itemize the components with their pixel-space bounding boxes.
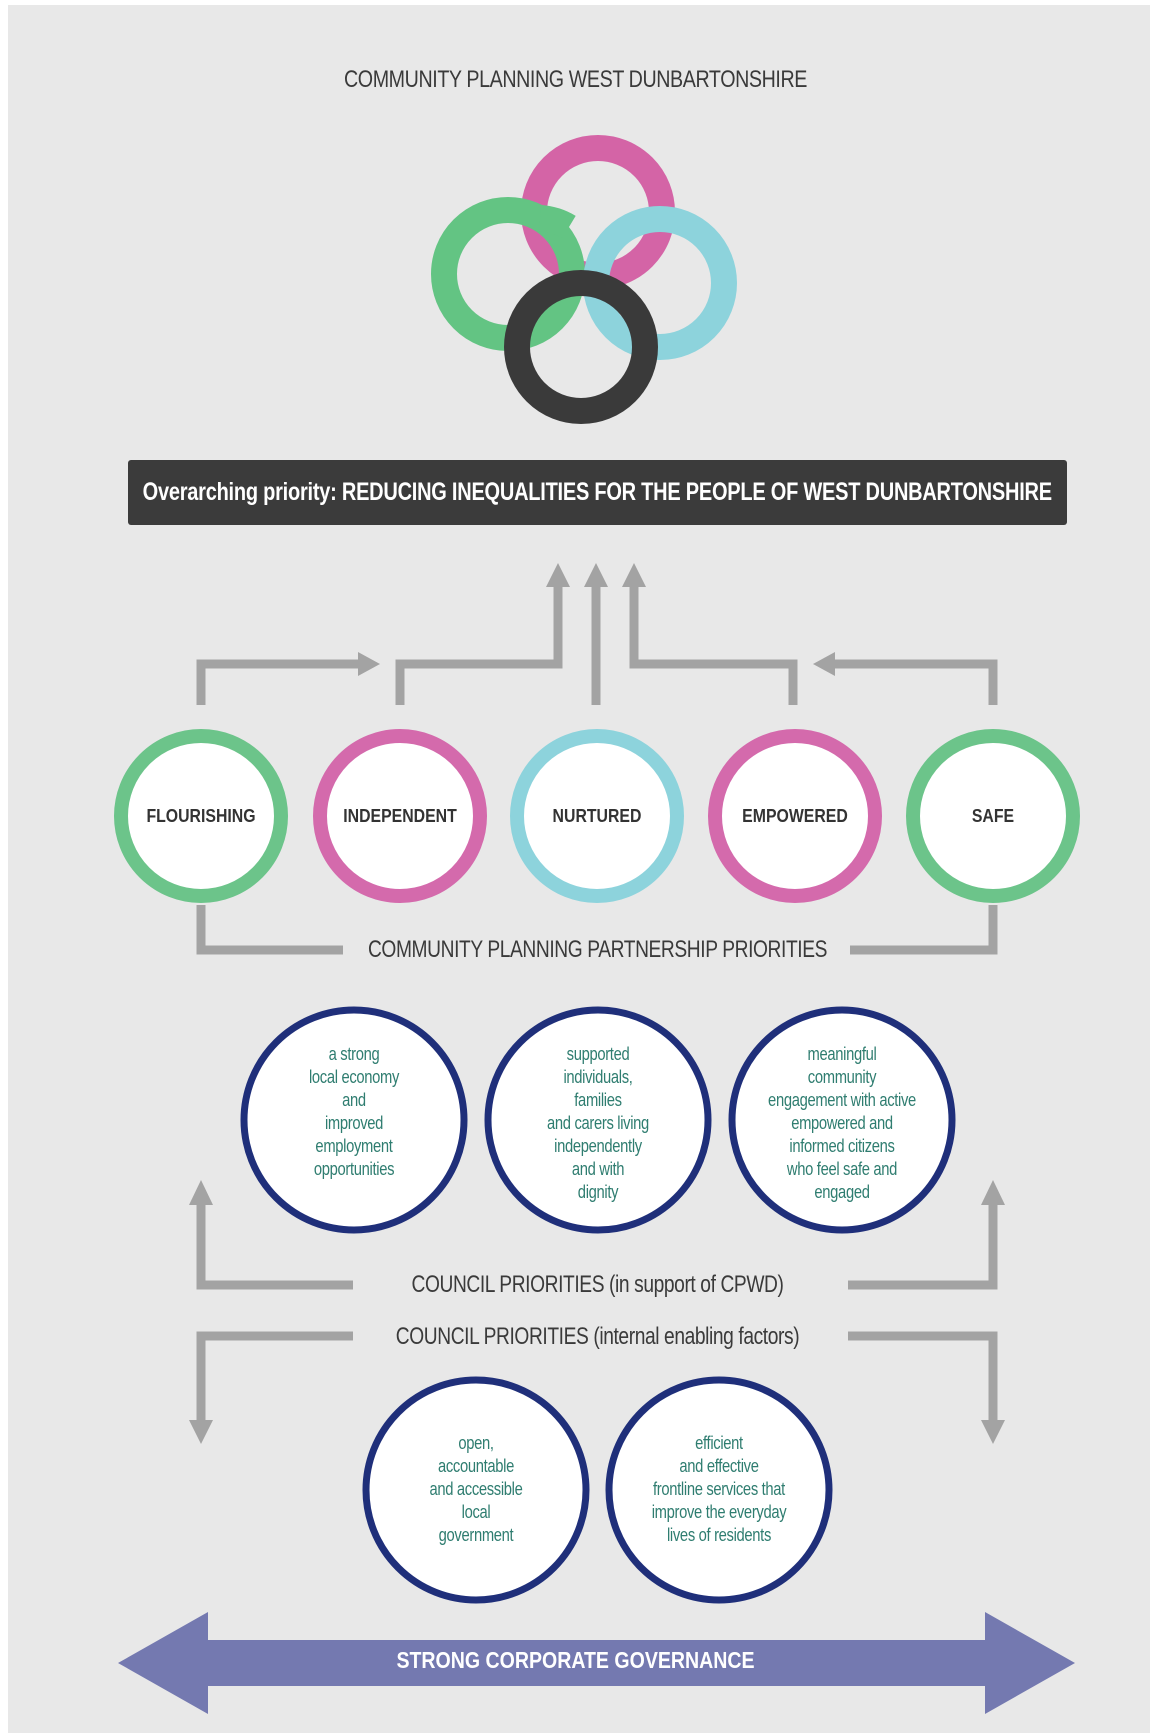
arrowhead-right bbox=[358, 652, 380, 676]
interlocking-rings-logo bbox=[431, 135, 737, 424]
circle-supported bbox=[484, 1006, 712, 1234]
council-connector-arrows bbox=[189, 1180, 1005, 1444]
circle-engagement bbox=[728, 1006, 956, 1234]
ring-empowered bbox=[708, 729, 882, 903]
cpwd-priority-circles bbox=[240, 1006, 956, 1234]
banner-text: Overarching priority: REDUCING INEQUALIT… bbox=[142, 478, 1053, 506]
outcome-label-flourishing: FLOURISHING bbox=[146, 806, 256, 826]
priority-text-economy: a strong local economy and improved empl… bbox=[308, 1044, 400, 1179]
outcome-label-independent: INDEPENDENT bbox=[343, 806, 457, 826]
arrowhead-up-left bbox=[546, 563, 570, 587]
circle-efficient-services bbox=[605, 1376, 833, 1604]
arrow-internal-right-down bbox=[848, 1331, 998, 1420]
circle-open-government bbox=[362, 1376, 590, 1604]
governance-double-arrow bbox=[118, 1612, 1075, 1714]
priority-text-supported: supported individuals, families and care… bbox=[547, 1044, 649, 1202]
priority-text-efficient-services: efficient and effective frontline servic… bbox=[651, 1433, 787, 1545]
arrow-internal-left-down bbox=[196, 1331, 353, 1420]
arrow-independent-up bbox=[395, 587, 563, 705]
cpp-priorities-label: COMMUNITY PLANNING PARTNERSHIP PRIORITIE… bbox=[367, 936, 828, 963]
arrow-flourishing-to-independent bbox=[196, 659, 360, 705]
overarching-priority-banner: Overarching priority: REDUCING INEQUALIT… bbox=[128, 460, 1067, 525]
arrow-support-left-up bbox=[196, 1205, 353, 1290]
arrow-safe-to-empowered bbox=[835, 659, 998, 705]
arrow-empowered-up bbox=[629, 587, 798, 705]
arrowhead-up-center bbox=[584, 563, 608, 587]
outcome-label-nurtured: NURTURED bbox=[552, 806, 642, 826]
priority-text-open-government: open, accountable and accessible local g… bbox=[429, 1433, 523, 1545]
ring-independent bbox=[313, 729, 487, 903]
outcome-rings bbox=[114, 729, 1080, 903]
council-support-label: COUNCIL PRIORITIES (in support of CPWD) bbox=[411, 1271, 784, 1298]
upper-connector-arrows bbox=[196, 563, 998, 705]
arrow-support-right-up bbox=[848, 1205, 998, 1290]
arrowhead-left bbox=[813, 652, 835, 676]
logo-ring-dark bbox=[504, 270, 658, 424]
outcome-label-safe: SAFE bbox=[971, 806, 1015, 826]
governance-label: STRONG CORPORATE GOVERNANCE bbox=[396, 1647, 755, 1673]
circle-economy bbox=[240, 1006, 468, 1234]
arrowhead-up-right bbox=[622, 563, 646, 587]
council-internal-label: COUNCIL PRIORITIES (internal enabling fa… bbox=[395, 1323, 800, 1350]
page-title: COMMUNITY PLANNING WEST DUNBARTONSHIRE bbox=[343, 66, 807, 93]
outcome-label-empowered: EMPOWERED bbox=[742, 806, 848, 826]
priority-text-engagement: meaningful community engagement with act… bbox=[768, 1044, 916, 1202]
internal-priority-circles bbox=[362, 1376, 833, 1604]
ring-nurtured bbox=[510, 729, 684, 903]
ring-flourishing bbox=[114, 729, 288, 903]
cpp-bracket bbox=[196, 905, 998, 955]
ring-safe bbox=[906, 729, 1080, 903]
